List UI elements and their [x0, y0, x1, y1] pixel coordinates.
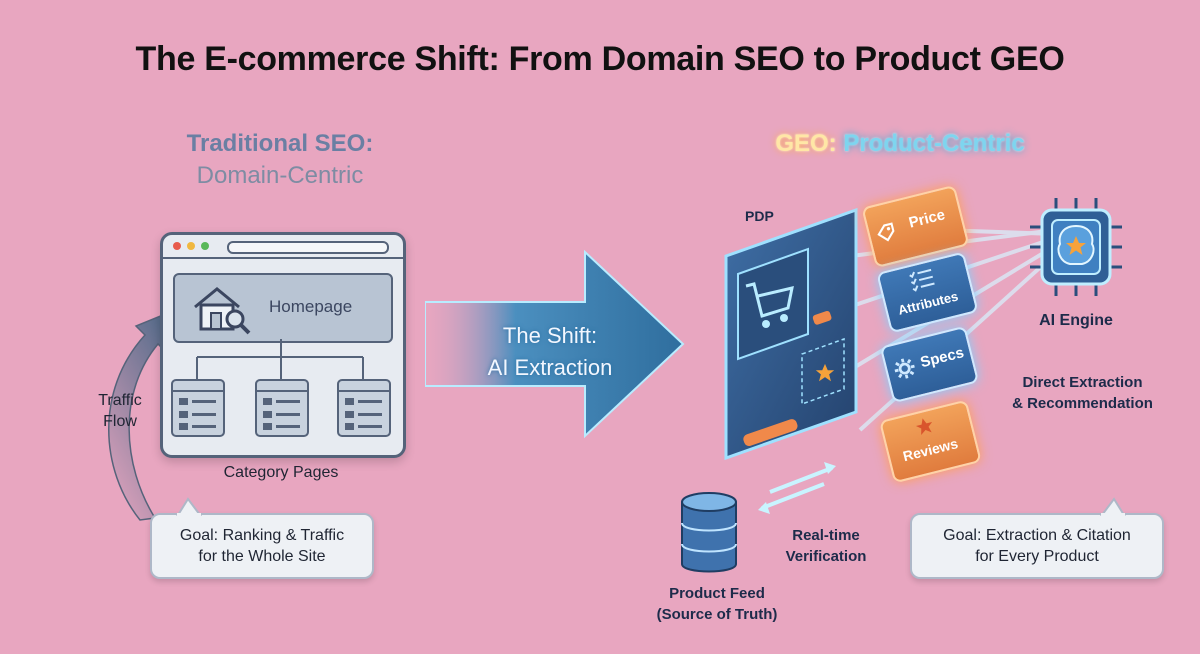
direct-label-line2: & Recommendation: [1012, 395, 1153, 412]
category-pages-label: Category Pages: [223, 464, 339, 481]
direct-extraction-label: Direct Extraction & Recommendation: [990, 372, 1175, 414]
cart-icon: [745, 282, 794, 328]
url-bar: [227, 241, 389, 254]
domain-centric-subtitle: Domain-Centric: [196, 162, 364, 189]
goal-bubble-tail-right: [1100, 497, 1126, 517]
pdp-label: PDP: [745, 208, 774, 224]
traditional-seo-heading: Traditional SEO: Domain-Centric: [100, 130, 460, 190]
shift-label-line1: The Shift:: [502, 323, 598, 348]
shift-label-line2: AI Extraction: [487, 355, 613, 380]
verify-label-line2: Verification: [785, 548, 867, 565]
checklist-icon: [909, 268, 935, 292]
homepage-label: Homepage: [269, 297, 353, 316]
sitemap-connectors: [196, 339, 364, 379]
goal-right-line1: Goal: Extraction & Citation: [943, 527, 1131, 544]
traffic-label-line2: Flow: [103, 413, 137, 430]
product-feed-label: Product Feed (Source of Truth): [632, 583, 802, 625]
goal-bubble-left: Goal: Ranking & Traffic for the Whole Si…: [150, 513, 374, 579]
website-browser-window: Homepage: [160, 232, 406, 458]
page-title: The E-commerce Shift: From Domain SEO to…: [135, 40, 1065, 78]
feed-label-line2: (Source of Truth): [656, 606, 778, 623]
tag-icon: [877, 222, 895, 242]
price-card: Price: [861, 184, 970, 269]
traffic-flow-label: Traffic Flow: [88, 390, 152, 432]
category-page-2: [255, 379, 309, 437]
brain-chip-icon: [1030, 198, 1122, 296]
goal-left-line2: for the Whole Site: [198, 548, 326, 565]
homepage-box: Homepage: [173, 273, 393, 343]
product-centric-label: Product-Centric: [843, 130, 1025, 157]
feed-label-line1: Product Feed: [669, 585, 765, 602]
minimize-dot-icon: [187, 242, 195, 250]
goal-right-line2: for Every Product: [975, 548, 1099, 565]
big-arrow-icon: [425, 249, 685, 439]
browser-title-bar: [163, 235, 403, 259]
database-icon: [681, 492, 737, 573]
pdp-device: [724, 207, 858, 461]
star-icon: [815, 363, 835, 382]
traffic-label-line1: Traffic: [98, 392, 142, 409]
attributes-card: Attributes: [876, 251, 979, 334]
shift-label: The Shift: AI Extraction: [460, 320, 640, 384]
goal-left-line1: Goal: Ranking & Traffic: [179, 527, 345, 544]
geo-heading-label: GEO:: [775, 130, 837, 157]
gear-icon: [894, 358, 915, 379]
traditional-seo-title: Traditional SEO:: [186, 130, 374, 157]
goal-bubble-right: Goal: Extraction & Citation for Every Pr…: [910, 513, 1164, 579]
close-dot-icon: [173, 242, 181, 250]
category-page-3: [337, 379, 391, 437]
geo-heading: GEO: Product-Centric: [700, 130, 1100, 158]
reviews-card: Reviews: [879, 399, 982, 484]
sync-arrows-icon: [758, 462, 836, 514]
star-icon: [915, 418, 933, 436]
goal-bubble-tail-left: [176, 497, 202, 517]
verification-label: Real-time Verification: [766, 525, 886, 567]
ai-engine-label: AI Engine: [1039, 312, 1113, 329]
verify-label-line1: Real-time: [792, 527, 860, 544]
specs-card: Specs: [879, 325, 980, 404]
category-page-1: [171, 379, 225, 437]
house-search-icon: [194, 287, 251, 335]
direct-label-line1: Direct Extraction: [1022, 374, 1143, 391]
maximize-dot-icon: [201, 242, 209, 250]
